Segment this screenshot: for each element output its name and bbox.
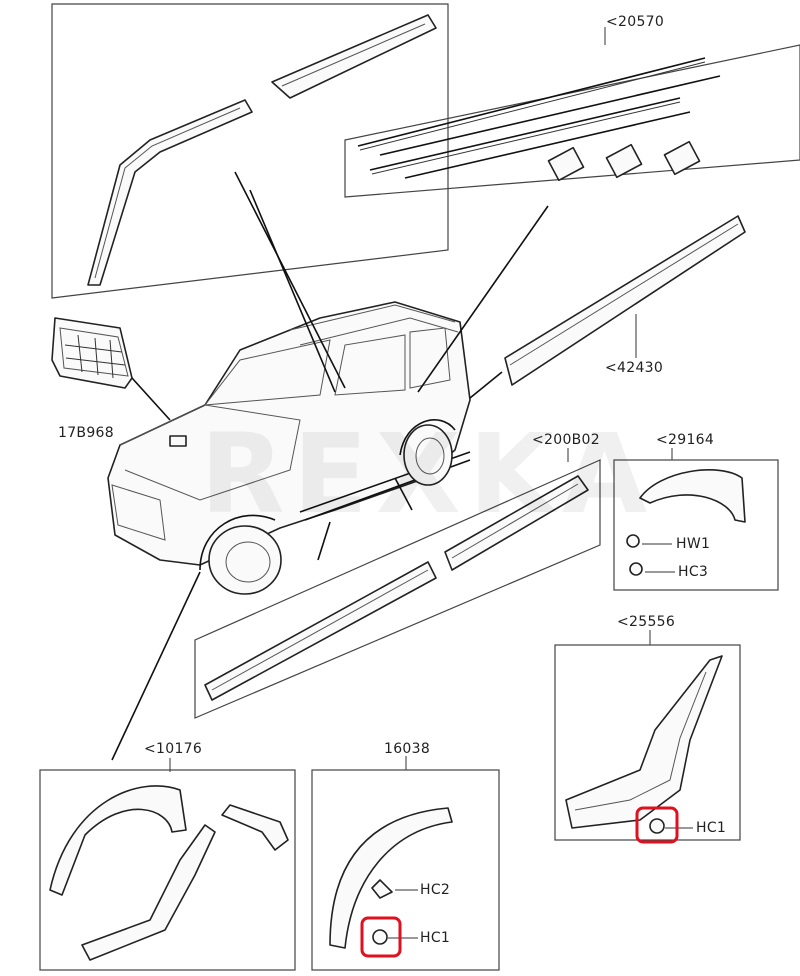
wheel-arch-box-16038 (311, 769, 500, 971)
fastener-hc1-right: HC1 (696, 820, 727, 836)
side-moulding (504, 215, 746, 386)
fastener-hc3: HC3 (678, 564, 709, 580)
watermark-text: REXKA (200, 410, 656, 538)
door-moulding-box (194, 459, 601, 719)
callout-16038: 16038 (384, 741, 431, 757)
trim-strip-box (344, 27, 800, 198)
callout-20570: <20570 (606, 14, 665, 30)
fastener-hc2: HC2 (420, 882, 451, 898)
arch-trim-box-25556 (554, 644, 741, 844)
deflector-box (51, 3, 449, 299)
fastener-hw1: HW1 (676, 536, 711, 552)
callout-17b968: 17B968 (58, 425, 114, 441)
leader-lines (111, 171, 673, 772)
arch-trim-box-29164 (613, 459, 779, 591)
callout-200b02: <200B02 (532, 432, 600, 448)
callout-10176: <10176 (144, 741, 203, 757)
callout-42430: <42430 (605, 360, 664, 376)
wheel-arch-box-10176 (39, 769, 296, 971)
side-vent-grille (51, 317, 133, 389)
callout-25556: <25556 (617, 614, 676, 630)
vehicle-illustration (107, 301, 471, 595)
callout-29164: <29164 (656, 432, 715, 448)
fastener-hc1-bottom: HC1 (420, 930, 451, 946)
